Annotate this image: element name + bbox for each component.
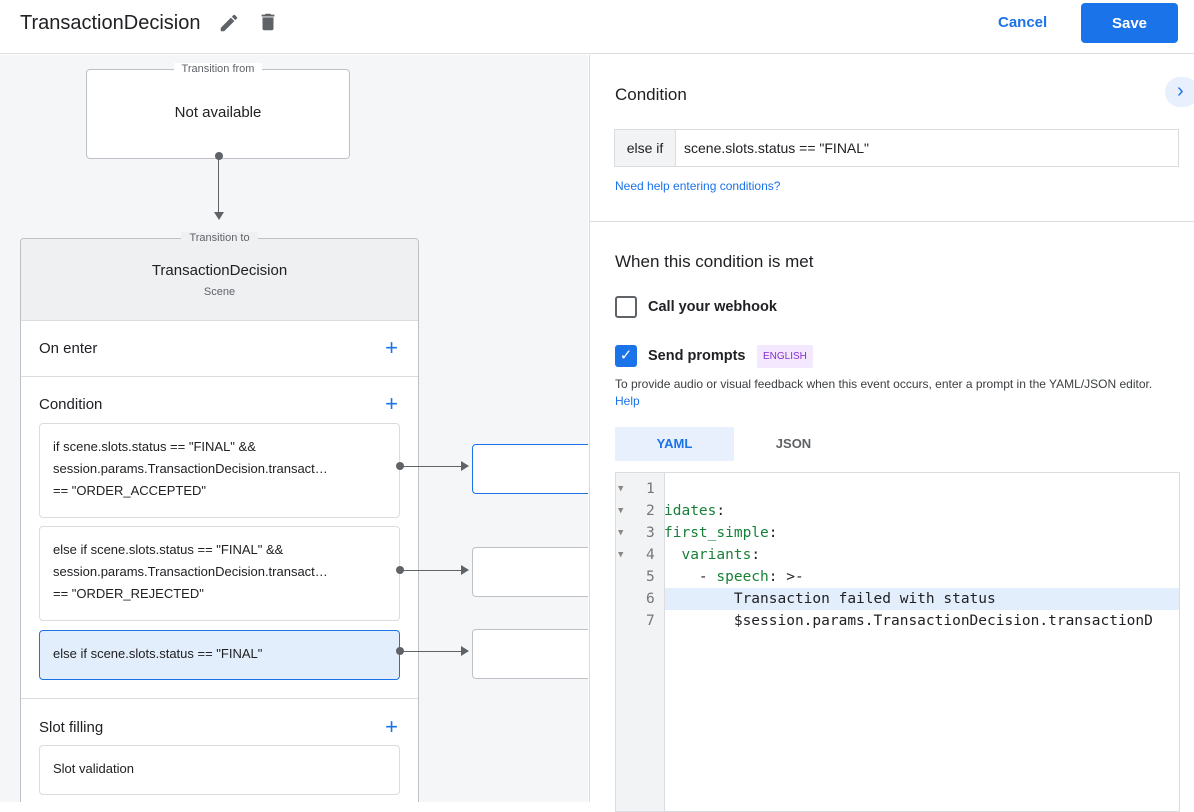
slot-filling-label: Slot filling	[39, 719, 104, 736]
condition-prefix: else if	[615, 130, 676, 166]
transition-from-node: Transition from Not available	[86, 63, 350, 159]
help-link[interactable]: Help	[615, 394, 640, 408]
language-badge: ENGLISH	[757, 345, 813, 368]
cancel-button[interactable]: Cancel	[998, 14, 1048, 31]
flow-canvas[interactable]: Transition from Not available Transition…	[0, 55, 588, 802]
transition-to-node: Transition to TransactionDecision Scene …	[20, 232, 419, 802]
code-content[interactable]: idates:first_simple: variants: - speech:…	[664, 503, 1153, 629]
delete-icon[interactable]	[257, 11, 279, 33]
condition-panel: › Condition else if scene.slots.status =…	[589, 55, 1194, 812]
edit-icon[interactable]	[218, 12, 240, 34]
help-link[interactable]: Need help entering conditions?	[615, 179, 781, 193]
condition-item-selected[interactable]: else if scene.slots.status == "FINAL"	[39, 630, 400, 680]
slot-filling-section: Slot filling + Slot validation	[21, 698, 418, 802]
prompts-checkbox[interactable]: ✓	[615, 345, 637, 367]
arrow-icon	[214, 212, 224, 220]
transition-from-value: Not available	[174, 104, 262, 121]
active-line	[665, 588, 1179, 610]
scene-title: TransactionDecision	[20, 12, 201, 34]
tab-yaml[interactable]: YAML	[615, 427, 734, 461]
add-on-enter-icon[interactable]: +	[385, 335, 398, 360]
target-node[interactable]	[472, 444, 588, 494]
condition-section: Condition + if scene.slots.status == "FI…	[21, 376, 418, 698]
condition-input[interactable]: else if scene.slots.status == "FINAL"	[614, 129, 1179, 167]
met-title: When this condition is met	[615, 252, 814, 271]
scene-name: TransactionDecision	[151, 262, 288, 279]
top-bar: TransactionDecision Cancel Save	[0, 0, 1194, 54]
save-button[interactable]: Save	[1081, 3, 1178, 43]
condition-label: Condition	[39, 396, 103, 413]
connector-line	[218, 156, 219, 212]
tab-json[interactable]: JSON	[775, 436, 812, 451]
condition-title: Condition	[615, 85, 687, 104]
target-node[interactable]	[472, 629, 588, 679]
condition-item[interactable]: else if scene.slots.status == "FINAL" &&…	[39, 526, 400, 621]
on-enter-section[interactable]: On enter +	[21, 320, 418, 376]
transition-from-label: Transition from	[173, 63, 263, 75]
add-condition-icon[interactable]: +	[385, 391, 398, 416]
prompt-description: To provide audio or visual feedback when…	[615, 377, 1153, 408]
editor-gutter	[616, 473, 665, 811]
collapse-panel-button[interactable]: ›	[1165, 77, 1194, 107]
slot-validation-item[interactable]: Slot validation	[39, 745, 400, 795]
divider	[590, 221, 1194, 222]
on-enter-label: On enter	[39, 340, 98, 357]
fold-icons[interactable]: ▼ ▼ ▼ ▼	[618, 484, 624, 560]
condition-value[interactable]: scene.slots.status == "FINAL"	[684, 140, 870, 156]
scene-type: Scene	[203, 286, 236, 298]
target-node[interactable]	[472, 547, 588, 597]
prompts-label: Send prompts	[648, 348, 746, 364]
add-slot-icon[interactable]: +	[385, 714, 398, 739]
connector-dot	[215, 152, 223, 160]
webhook-checkbox[interactable]	[615, 296, 637, 318]
condition-item[interactable]: if scene.slots.status == "FINAL" &&sessi…	[39, 423, 400, 518]
transition-to-label: Transition to	[181, 232, 258, 244]
webhook-label: Call your webhook	[648, 299, 777, 315]
